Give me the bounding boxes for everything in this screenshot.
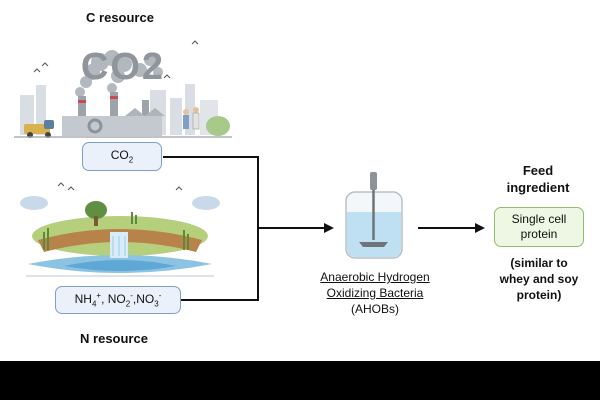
feed-heading-line2: ingredient (506, 180, 570, 195)
nitrogen-formula-part: - (130, 291, 133, 301)
bacteria-label-line3: (AHOBs) (351, 302, 399, 316)
nitrogen-formula-part: + (96, 291, 102, 301)
connector-lines (163, 156, 476, 301)
nitrogen-formula-part: ,NO (132, 292, 155, 307)
nitrogen-formula-part: - (158, 291, 162, 301)
nitrogen-formula-part: 3 (154, 299, 159, 309)
nitrogen-formula-part: 4 (91, 299, 97, 309)
nature-water-illustration (20, 182, 220, 277)
arrow-head-to-protein (475, 223, 485, 233)
bottom-black-bar (0, 361, 600, 400)
diagram-graphics (14, 40, 485, 301)
single-cell-protein-box: Single cell protein (494, 207, 584, 247)
protein-note-line2: whey and soy (499, 272, 579, 286)
diagram-canvas: CO2 C resource N resource CO2 NH4+, NO2-… (0, 0, 600, 361)
nitrogen-formula-part: 2 (125, 299, 131, 309)
feed-heading-line1: Feed (522, 163, 554, 178)
nitrogen-formula-part: , NO (101, 292, 126, 307)
nitrogen-box: NH4+, NO2-,NO3- (55, 286, 181, 314)
co2-box: CO2 (82, 142, 162, 171)
bacteria-label-line2: Oxidizing Bacteria (326, 286, 424, 300)
industrial-co2-illustration (14, 40, 232, 138)
co2-box-label: CO2 (110, 148, 134, 165)
arrow-head-to-reactor (324, 223, 334, 233)
protein-note-line3: protein) (516, 288, 562, 302)
protein-note-line1: (similar to (510, 256, 568, 270)
protein-box-line2: protein (520, 227, 558, 241)
nitrogen-formula-part: NH (74, 292, 92, 307)
nitrogen-box-label: NH4+, NO2-,NO3- (75, 291, 162, 308)
c-resource-heading: C resource (86, 10, 154, 25)
bioreactor-icon (345, 172, 403, 259)
protein-box-line1: Single cell (511, 212, 567, 226)
n-resource-heading: N resource (80, 331, 148, 346)
bacteria-label-line1: Anaerobic Hydrogen (320, 270, 430, 284)
co2-smoke-text: CO2 (80, 46, 166, 88)
